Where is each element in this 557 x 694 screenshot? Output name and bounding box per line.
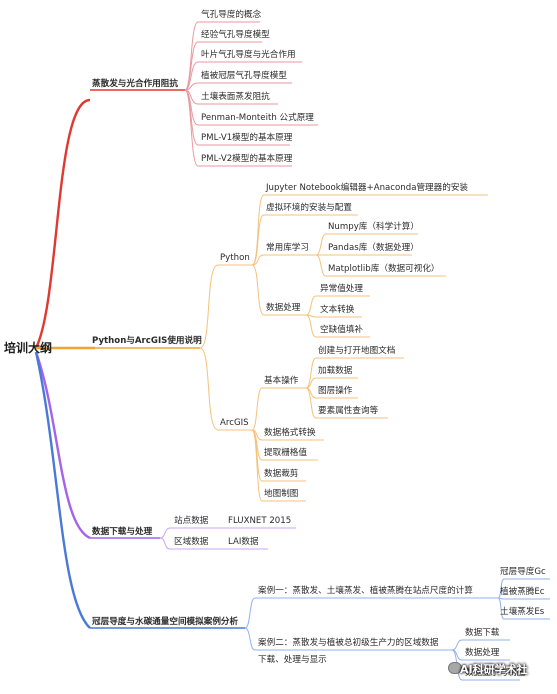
branch-case-analysis[interactable]: 冠层导度与水碳通量空间模拟案例分析 bbox=[92, 617, 239, 627]
node-es[interactable]: 土壤蒸发Es bbox=[500, 607, 545, 617]
node-processing[interactable]: 数据处理 bbox=[465, 648, 500, 658]
node-numpy[interactable]: Numpy库（科学计算） bbox=[328, 222, 419, 232]
node-site-data[interactable]: 站点数据 bbox=[174, 516, 209, 526]
node-pml-v1[interactable]: PML-V1模型的基本原理 bbox=[201, 133, 293, 143]
branch-python-arcgis[interactable]: Python与ArcGIS使用说明 bbox=[92, 336, 202, 346]
node-libs[interactable]: 常用库学习 bbox=[266, 243, 309, 253]
node-text-convert[interactable]: 文本转换 bbox=[320, 305, 355, 315]
node-gc[interactable]: 冠层导度Gc bbox=[500, 567, 546, 577]
node-venv[interactable]: 虚拟环境的安装与配置 bbox=[266, 203, 352, 213]
node-basic-ops[interactable]: 基本操作 bbox=[264, 376, 299, 386]
node-regional-data[interactable]: 区域数据 bbox=[174, 537, 209, 547]
node-pandas[interactable]: Pandas库（数据处理） bbox=[328, 243, 419, 253]
node-lai[interactable]: LAI数据 bbox=[228, 537, 259, 547]
node-case2-line1[interactable]: 案例二：蒸散发与植被总初级生产力的区域数据 bbox=[258, 638, 439, 648]
watermark-icon bbox=[448, 662, 462, 674]
node-clip-data[interactable]: 数据裁剪 bbox=[264, 469, 299, 479]
node-attribute-query[interactable]: 要素属性查询等 bbox=[318, 406, 379, 416]
node-python[interactable]: Python bbox=[220, 253, 250, 263]
node-format-convert[interactable]: 数据格式转换 bbox=[264, 428, 316, 438]
root-topic[interactable]: 培训大纲 bbox=[4, 341, 53, 355]
node-canopy-model[interactable]: 植被冠层气孔导度模型 bbox=[201, 71, 287, 81]
node-extract-raster[interactable]: 提取栅格值 bbox=[264, 448, 307, 458]
node-jupyter-install[interactable]: Jupyter Notebook编辑器+Anaconda管理器的安装 bbox=[266, 183, 469, 193]
node-load-data[interactable]: 加载数据 bbox=[318, 366, 353, 376]
node-case2-line2[interactable]: 下载、处理与显示 bbox=[258, 655, 327, 665]
node-fill-missing[interactable]: 空缺值填补 bbox=[320, 325, 363, 335]
node-soil-resistance[interactable]: 土壤表面蒸发阻抗 bbox=[201, 92, 270, 102]
node-display[interactable]: 数据显示与制图 bbox=[465, 668, 526, 678]
node-data-processing[interactable]: 数据处理 bbox=[266, 303, 301, 313]
node-create-map-doc[interactable]: 创建与打开地图文档 bbox=[318, 346, 396, 356]
node-stomatal-concept[interactable]: 气孔导度的概念 bbox=[201, 10, 262, 20]
watermark-text: AI科研学术社 bbox=[460, 663, 528, 676]
node-layer-ops[interactable]: 图层操作 bbox=[318, 386, 353, 396]
node-download[interactable]: 数据下载 bbox=[465, 628, 500, 638]
node-pml-v2[interactable]: PML-V2模型的基本原理 bbox=[201, 154, 293, 164]
node-empirical-model[interactable]: 经验气孔导度模型 bbox=[201, 30, 270, 40]
node-ec[interactable]: 植被蒸腾Ec bbox=[500, 587, 545, 597]
node-penman-monteith[interactable]: Penman-Monteith 公式原理 bbox=[201, 113, 314, 123]
branch-evapotranspiration[interactable]: 蒸散发与光合作用阻抗 bbox=[92, 79, 178, 89]
node-leaf-photosynthesis[interactable]: 叶片气孔导度与光合作用 bbox=[201, 50, 296, 60]
branch-data-download[interactable]: 数据下载与处理 bbox=[92, 527, 153, 537]
node-arcgis[interactable]: ArcGIS bbox=[220, 418, 249, 428]
node-fluxnet[interactable]: FLUXNET 2015 bbox=[228, 516, 292, 526]
node-matplotlib[interactable]: Matplotlib库（数据可视化） bbox=[328, 264, 440, 274]
node-mapping[interactable]: 地图制图 bbox=[264, 489, 299, 499]
node-case1[interactable]: 案例一：蒸散发、土壤蒸发、植被蒸腾在站点尺度的计算 bbox=[258, 586, 473, 596]
node-outliers[interactable]: 异常值处理 bbox=[320, 284, 363, 294]
